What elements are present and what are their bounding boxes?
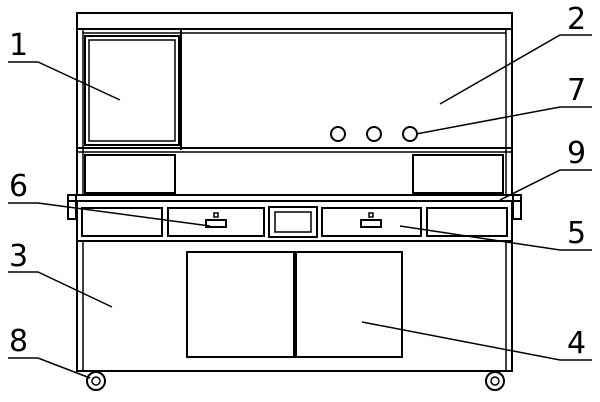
wheel-left-hub [91,376,101,386]
leader-5 [399,225,592,251]
left-side-box [84,154,176,194]
door-right [295,251,403,358]
leader-6 [8,202,211,227]
leader-2 [439,34,592,105]
drawer-left-keyhole [213,212,219,218]
part-label-2: 2 [567,2,586,37]
leader-7 [415,106,592,135]
knob-left [330,126,346,142]
drawer-left-small [81,207,163,237]
leader-lines [8,34,592,379]
drawer-center-inner [274,211,312,233]
leader-8 [8,357,91,379]
wheel-right-hub [490,376,500,386]
leader-4 [361,321,592,361]
rail-right-end [512,194,522,220]
part-label-5: 5 [567,216,586,251]
part-label-3: 3 [9,239,28,274]
drawer-left-handle [205,219,227,228]
window-inner-frame [88,39,176,142]
leader-9 [499,169,592,201]
wheel-left [86,371,106,391]
drawer-right [321,207,422,237]
part-label-6: 6 [9,169,28,204]
lower-body [76,240,513,372]
right-side-box [412,154,504,194]
drawer-left [167,207,265,237]
knob-middle [366,126,382,142]
leader-1 [8,61,121,101]
top-cap [76,12,513,30]
drawer-right-keyhole [368,212,374,218]
part-label-4: 4 [567,326,586,361]
part-label-8: 8 [9,324,28,359]
wheel-right [485,371,505,391]
part-label-7: 7 [567,73,586,108]
door-left [186,251,295,358]
window-outer-frame [84,35,180,146]
drawer-center [268,206,318,238]
drawer-right-handle [360,219,382,228]
part-label-9: 9 [567,136,586,171]
part-label-1: 1 [9,28,28,63]
leader-3 [8,271,113,308]
knob-right [402,126,418,142]
upper-body [76,28,513,196]
